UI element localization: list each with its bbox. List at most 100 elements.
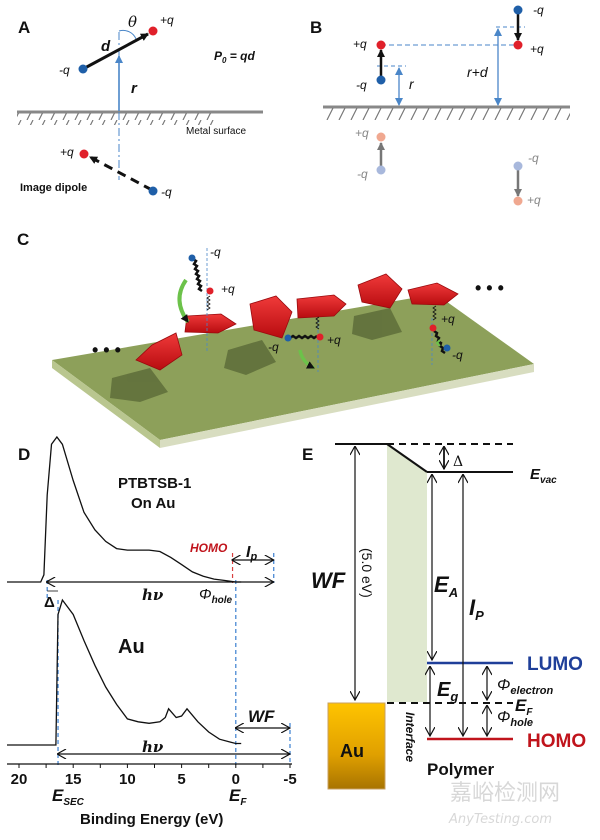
spring-link [315,316,320,330]
panel-e-label: E [302,445,313,464]
ea-sub: A [448,585,458,600]
charge-label: +q [441,312,455,326]
top-spectrum-title-line2: On Au [131,495,175,512]
left-negative-charge [376,75,386,85]
eg-label: Eg [437,679,458,704]
ip-label-d: Ip [246,544,257,563]
panel-e: E Δ Evac WF (5.0 eV) Au EF LUMO HOMO EA … [302,443,586,790]
watermark: 嘉峪检测网 AnyTesting.com [448,781,560,827]
right-positive-charge [513,40,523,50]
watermark-cn: 嘉峪检测网 [450,781,560,806]
esec-sub: SEC [63,797,84,808]
shadow [224,340,276,375]
ea-label: EA [434,572,458,600]
ef-sub: F [240,797,247,808]
ellipsis-right: • • • [475,278,504,298]
ip-main-e: I [469,595,476,620]
x-tick-label: 15 [65,771,82,788]
phi-e-sub: electron [510,685,553,697]
x-tick-label: -5 [283,771,296,788]
gold-label: Au [340,741,364,761]
panel-b: B +q -q r -q +q r+d +q -q -q +q [310,3,570,207]
interface-label: Interface [403,712,417,762]
metal-surface-hatch [17,113,217,125]
positive-charge [429,324,437,332]
polymer-chain [135,273,459,371]
distance-r-label: r [131,80,138,97]
phi-main: Φ [199,586,212,603]
homo-label-d: HOMO [190,541,228,555]
moment-sub: 0 [222,56,227,65]
negative-charge [284,334,292,342]
panel-b-label: B [310,18,322,37]
delta-label-d: Δ [44,594,55,611]
theta-arc [118,29,137,40]
charge-label: -q [210,245,221,259]
image-right-positive [513,196,523,206]
thiophene-ring [407,282,459,306]
image-dipole-label: Image dipole [20,182,87,194]
image-right-plus-q: +q [527,193,541,207]
ea-main: E [434,572,450,597]
ip-label-e: IP [469,595,484,623]
charge-label: -q [452,348,463,362]
shadow [110,368,168,402]
thiophene-ring [296,294,347,319]
phi-hole-label-e: Φhole [497,709,533,729]
plus-q-label: +q [160,13,174,27]
left-plus-q: +q [353,37,367,51]
left-minus-q: -q [356,78,367,92]
phi-h-main: Φ [497,709,510,726]
charge-label: -q [268,340,279,354]
thiophene-ring [249,295,293,339]
image-right-minus-q: -q [528,151,539,165]
rotation-arrow [177,278,190,324]
lumo-label: LUMO [527,654,583,675]
moment-rhs: = qd [226,49,255,63]
ip-main: I [246,544,251,561]
x-axis-title: Binding Energy (eV) [80,811,223,828]
minus-q-label: -q [59,63,70,77]
panel-c: C • • • • • • -q +q [17,230,534,448]
moment-p: P [214,49,223,63]
wf-label-d: WF [248,707,275,726]
x-tick-label: 20 [11,771,28,788]
image-negative-charge [148,186,158,196]
spectrum-au [7,598,242,746]
hv-label-bottom: hν [142,738,164,756]
polymer-label: Polymer [427,760,494,779]
dipole-moment-equation: P0 = qd [214,49,255,65]
phi-h-sub: hole [510,717,533,729]
right-minus-q: -q [533,3,544,17]
rotation-arrow [298,349,315,370]
shadows [110,308,402,402]
image-left-negative [376,165,386,175]
image-right-negative [513,161,523,171]
evac-label: Evac [530,466,557,486]
top-spectrum-title-line1: PTBTSB-1 [118,475,191,492]
ef-main: E [229,786,241,805]
phi-electron-label: Φelectron [497,677,553,697]
e-f-label: EF [229,786,247,808]
ellipsis-left: • • • [92,340,121,360]
x-axis-ticks [18,764,291,768]
panel-d: D PTBTSB-1 On Au Au hν hν HOMO Ip Φhole … [7,435,297,828]
dipole-positive-charge [148,26,158,36]
panel-c-label: C [17,230,29,249]
rotation-arrow [435,339,441,347]
image-minus-q-label: -q [161,185,172,199]
substrate-side-left [52,360,160,448]
x-tick-label: 0 [232,771,240,788]
substrate-top [52,294,534,440]
charge-label: +q [327,333,341,347]
interface-region [387,444,427,702]
dipole-negative-charge [78,64,88,74]
ip-sub-e: P [475,608,484,623]
panel-a-label: A [18,18,30,37]
right-negative-charge [513,5,523,15]
thiophene-ring [135,332,183,371]
spring-link [206,295,211,311]
metal-surface-hatch-b [323,108,570,120]
positive-charge [206,287,214,295]
